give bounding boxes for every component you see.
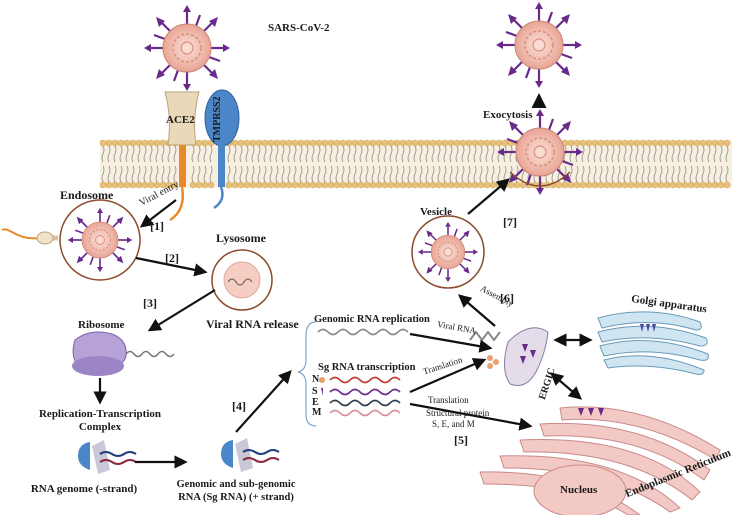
ace2-receptor — [164, 91, 200, 222]
structural-protein-line2: S, E, and M — [432, 419, 475, 429]
protein-n-label: N — [312, 374, 320, 385]
translation-label-2: Translation — [428, 395, 469, 405]
sg-transcription-label: Sg RNA transcription — [318, 362, 416, 373]
tmprss2-protease — [204, 89, 240, 210]
ace2-label: ACE2 — [166, 114, 195, 126]
rtc-label-line1: Replication-Transcription — [38, 408, 162, 420]
sars-cov-2-virion — [142, 3, 232, 93]
viral-rna-release-label: Viral RNA release — [206, 317, 299, 331]
golgi-apparatus — [597, 311, 709, 375]
step-7: [7] — [503, 215, 517, 229]
nucleus-label: Nucleus — [560, 484, 598, 496]
exocytosis-virion — [495, 107, 585, 197]
step-6: [6] — [500, 291, 514, 305]
replication-complex — [78, 440, 137, 474]
ergic — [469, 327, 549, 386]
tmprss2-label: TMPRSS2 — [212, 96, 223, 142]
nucleus — [533, 464, 627, 515]
protein-e-label: E — [312, 397, 319, 408]
sars-cov-2-label: SARS-CoV-2 — [268, 22, 330, 34]
step-3: [3] — [143, 296, 157, 310]
step-1: [1] — [150, 219, 164, 233]
protein-s-label: S — [312, 386, 318, 397]
rtc-label-line2: Complex — [78, 421, 122, 433]
vesicle-label: Vesicle — [420, 206, 452, 218]
structural-protein-line1: Structural protein — [426, 408, 490, 418]
step-4: [4] — [232, 399, 246, 413]
lysosome — [211, 249, 273, 311]
step-2: [2] — [165, 251, 179, 265]
endosome — [1, 199, 141, 281]
ribosome-label: Ribosome — [78, 319, 125, 331]
sg-rna-label-line1: Genomic and sub-genomic — [176, 479, 296, 490]
endoplasmic-reticulum — [479, 406, 721, 515]
released-virion — [494, 0, 584, 90]
sg-rna-label-line2: RNA (Sg RNA) (+ strand) — [178, 492, 294, 503]
step-5: [5] — [454, 433, 468, 447]
endosome-label: Endosome — [60, 188, 114, 202]
sg-rna-complex — [221, 438, 280, 472]
protein-m-label: M — [312, 407, 322, 418]
ribosome — [72, 331, 175, 376]
rna-genome-label: RNA genome (-strand) — [30, 483, 138, 495]
genomic-replication-label: Genomic RNA replication — [314, 314, 430, 325]
exocytosis-label: Exocytosis — [483, 109, 533, 121]
lysosome-label: Lysosome — [216, 231, 267, 245]
bracket — [297, 321, 317, 427]
cell-membrane — [99, 139, 732, 189]
vesicle — [411, 215, 485, 289]
